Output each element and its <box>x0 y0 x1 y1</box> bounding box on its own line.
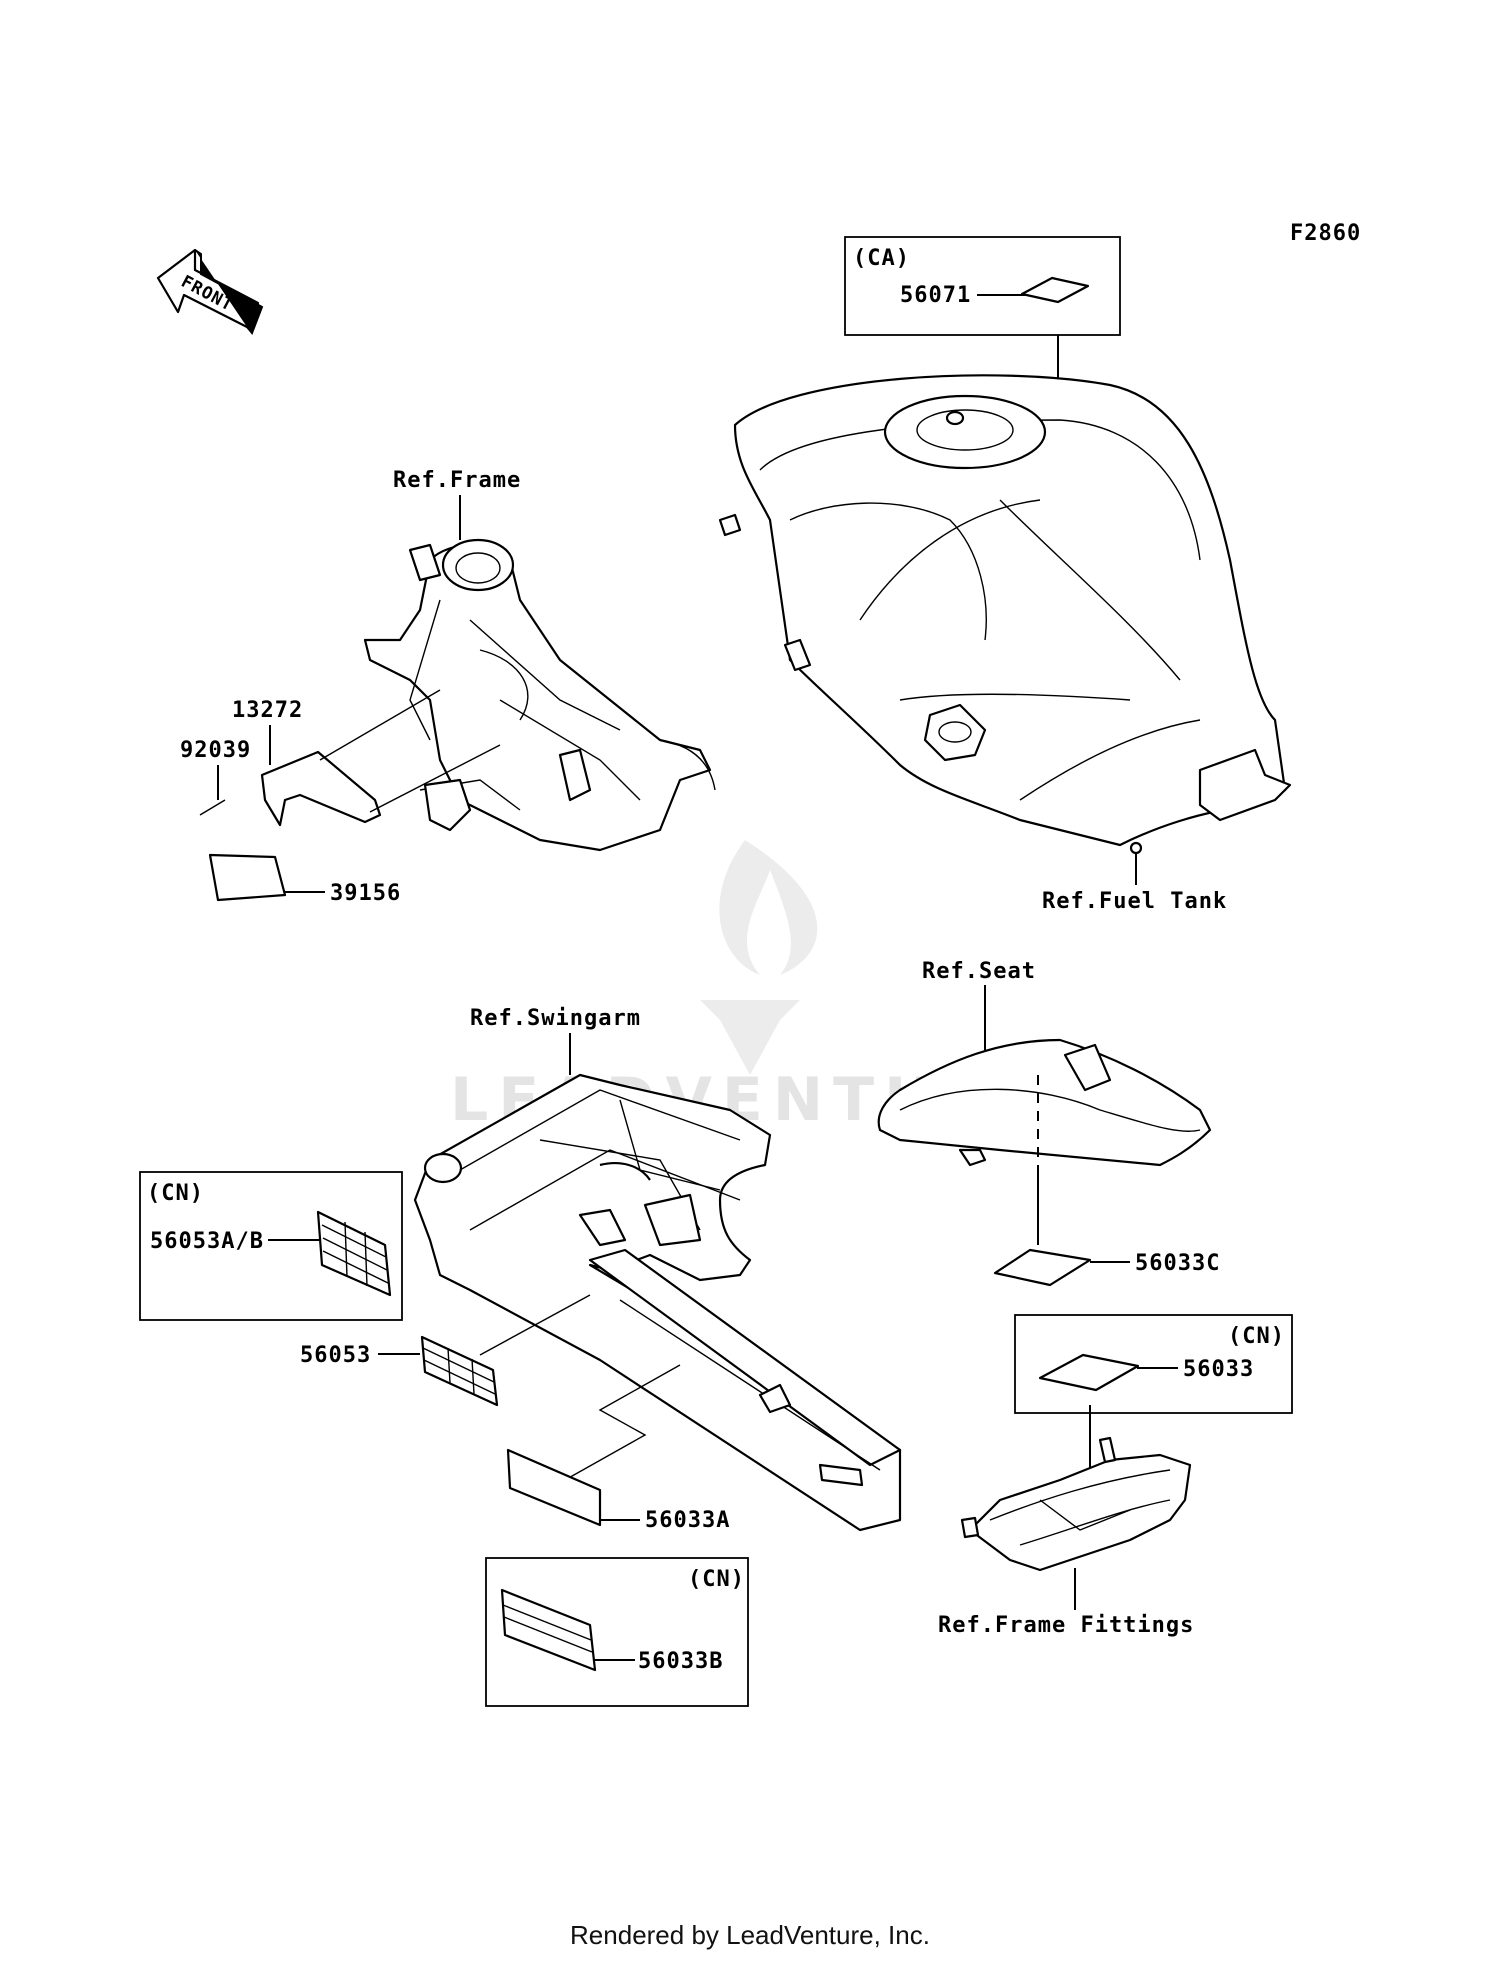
part-number-56033b: 56033B <box>638 1649 723 1674</box>
footer-credit: Rendered by LeadVenture, Inc. <box>570 1920 930 1950</box>
ref-swingarm-label: Ref.Swingarm <box>470 1006 641 1031</box>
part-number-56033: 56033 <box>1183 1357 1254 1382</box>
part-number-92039: 92039 <box>180 738 251 763</box>
part-number-13272: 13272 <box>232 698 303 723</box>
frame-fittings-illustration <box>960 1436 1192 1572</box>
region-tag-cn-left: (CN) <box>147 1181 204 1206</box>
front-arrow-icon: FRONT <box>156 248 264 335</box>
leader-line <box>564 1364 681 1481</box>
cn-right-callout-box <box>1014 1314 1293 1414</box>
label-56033-icon <box>1038 1353 1140 1392</box>
region-tag-ca: (CA) <box>853 246 910 271</box>
seat-illustration <box>877 1038 1212 1167</box>
region-tag-cn-bottom: (CN) <box>688 1567 745 1592</box>
label-56071-icon <box>1020 276 1090 304</box>
part-number-39156: 39156 <box>330 881 401 906</box>
part-number-56053ab: 56053A/B <box>150 1229 264 1254</box>
label-56033a-icon <box>506 1448 602 1527</box>
region-tag-cn-right: (CN) <box>1228 1324 1285 1349</box>
cn-left-callout-box <box>139 1171 403 1321</box>
leader-line <box>369 744 501 813</box>
swingarm-illustration <box>413 1073 902 1532</box>
leader-line <box>319 689 441 761</box>
cn-bottom-callout-box <box>485 1557 749 1707</box>
ref-fuel-tank-label: Ref.Fuel Tank <box>1042 889 1227 914</box>
part-number-56053: 56053 <box>300 1343 371 1368</box>
diagram-code: F2860 <box>1290 221 1361 246</box>
flame-logo-icon <box>719 840 818 975</box>
ca-callout-box <box>844 236 1121 336</box>
label-56053ab-icon <box>316 1210 392 1297</box>
label-39156-icon <box>208 853 287 902</box>
part-number-56071: 56071 <box>900 283 971 308</box>
fuel-tank-illustration <box>718 374 1292 855</box>
ref-frame-fittings-label: Ref.Frame Fittings <box>938 1613 1194 1638</box>
part-number-56033a: 56033A <box>645 1508 730 1533</box>
ref-frame-label: Ref.Frame <box>393 468 521 493</box>
v-logo-icon <box>700 1000 800 1075</box>
label-56033c-icon <box>993 1248 1092 1287</box>
bolt-92039-icon <box>199 799 226 816</box>
frame-illustration <box>363 538 716 852</box>
bracket-13272-icon <box>260 750 382 827</box>
part-number-56033c: 56033C <box>1135 1251 1220 1276</box>
label-56053-icon <box>420 1335 499 1407</box>
leader-line <box>479 1294 591 1356</box>
ref-seat-label: Ref.Seat <box>922 959 1036 984</box>
label-56033b-icon <box>500 1588 597 1672</box>
